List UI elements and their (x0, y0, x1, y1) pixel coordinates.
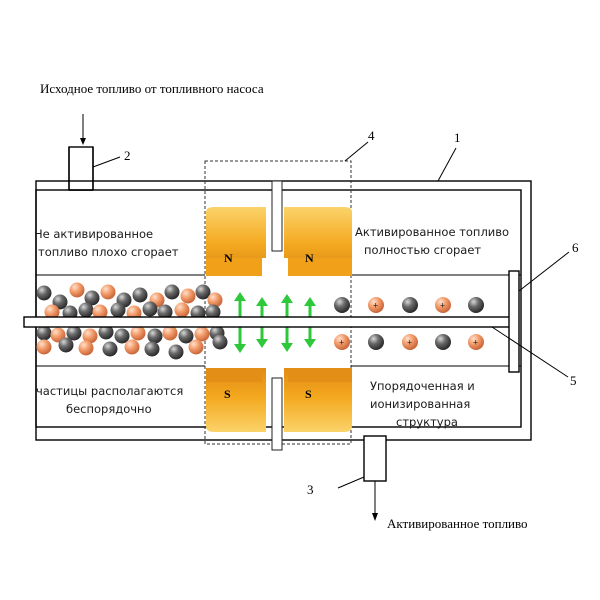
right-bottom-text-1: Упорядоченная и (370, 379, 475, 393)
left-bottom-text-2: беспорядочно (66, 402, 152, 416)
right-bottom-text-2: ионизированная (370, 397, 470, 411)
particle-ordered (435, 334, 451, 350)
callout-5: 5 (491, 326, 577, 388)
callout-1: 1 (437, 130, 461, 182)
input-fuel-caption: Исходное топливо от топливного насоса (40, 81, 264, 96)
north-pole-label-left: N (224, 251, 233, 265)
south-pole-label-left: S (224, 387, 231, 401)
svg-text:4: 4 (368, 128, 375, 143)
left-top-text-1: Не активированное (34, 227, 153, 241)
particle-chaotic (124, 339, 140, 355)
particle-chaotic (44, 304, 60, 320)
field-arrow (281, 294, 293, 318)
particle-ordered (334, 334, 350, 350)
svg-text:5: 5 (570, 373, 577, 388)
particle-ordered (402, 334, 418, 350)
particle-chaotic (132, 287, 148, 303)
ordered-particles: + + + + + (334, 297, 484, 350)
svg-text:6: 6 (572, 240, 579, 255)
ion-sign: + (473, 338, 478, 348)
particle-ordered (368, 334, 384, 350)
particle-chaotic (194, 326, 210, 342)
particle-chaotic (110, 302, 126, 318)
particle-ordered (402, 297, 418, 313)
ion-sign: + (407, 338, 412, 348)
particle-chaotic (50, 327, 66, 343)
svg-text:1: 1 (454, 130, 461, 145)
particle-chaotic (58, 337, 74, 353)
ion-sign: + (440, 301, 445, 311)
svg-text:3: 3 (307, 482, 314, 497)
particle-chaotic (162, 325, 178, 341)
south-magnet: S S (206, 368, 352, 432)
outlet-pipe (363, 435, 387, 482)
callout-2: 2 (92, 148, 131, 168)
south-pole-label-right: S (305, 387, 312, 401)
particle-chaotic (102, 341, 118, 357)
left-top-text-2: топливо плохо сгорает (38, 245, 179, 259)
particle-ordered (468, 334, 484, 350)
particle-chaotic (212, 334, 228, 350)
particle-chaotic (66, 325, 82, 341)
particle-chaotic (114, 328, 130, 344)
field-arrow (234, 292, 246, 318)
ion-sign: + (339, 338, 344, 348)
output-fuel-caption: Активированное топливо (387, 516, 528, 531)
particle-chaotic (180, 288, 196, 304)
callout-6: 6 (518, 240, 579, 292)
particle-chaotic (142, 301, 158, 317)
chaotic-particles (36, 282, 228, 360)
particle-ordered (334, 297, 350, 313)
particle-chaotic (84, 290, 100, 306)
particle-chaotic (164, 284, 180, 300)
right-bottom-text-3: структура (396, 415, 458, 429)
particle-chaotic (82, 328, 98, 344)
particle-chaotic (36, 325, 52, 341)
south-pin (271, 377, 283, 451)
particle-chaotic (147, 328, 163, 344)
particle-chaotic (78, 302, 94, 318)
north-pin (271, 180, 283, 252)
callout-4: 4 (344, 128, 375, 162)
ion-sign: + (373, 301, 378, 311)
particle-chaotic (174, 302, 190, 318)
particle-chaotic (207, 292, 223, 308)
svg-text:2: 2 (124, 148, 131, 163)
end-plate (508, 270, 520, 373)
particle-chaotic (157, 304, 173, 320)
central-rod (23, 316, 513, 328)
particle-chaotic (205, 304, 221, 320)
particle-chaotic (188, 339, 204, 355)
callout-3: 3 (307, 476, 365, 497)
particle-chaotic (36, 339, 52, 355)
inlet-arrow (80, 114, 86, 145)
north-magnet: N N (206, 207, 352, 276)
particle-chaotic (92, 304, 108, 320)
particle-chaotic (168, 344, 184, 360)
outlet-arrow (372, 481, 378, 521)
right-top-text-2: полностью сгорает (364, 243, 481, 257)
particle-ordered (468, 297, 484, 313)
particle-chaotic (78, 340, 94, 356)
particle-chaotic (178, 328, 194, 344)
particle-ordered (435, 297, 451, 313)
inlet-pipe-cover (70, 182, 92, 190)
north-pole-label-right: N (305, 251, 314, 265)
particle-chaotic (100, 284, 116, 300)
right-top-text-1: Активированное топливо (355, 225, 509, 239)
particle-ordered (368, 297, 384, 313)
particle-chaotic (98, 324, 114, 340)
particle-chaotic (52, 294, 68, 310)
particle-chaotic (69, 282, 85, 298)
particle-chaotic (144, 341, 160, 357)
left-bottom-text-1: частицы располагаются (36, 384, 183, 398)
particle-chaotic (130, 325, 146, 341)
particle-chaotic (195, 284, 211, 300)
particle-chaotic (36, 285, 52, 301)
